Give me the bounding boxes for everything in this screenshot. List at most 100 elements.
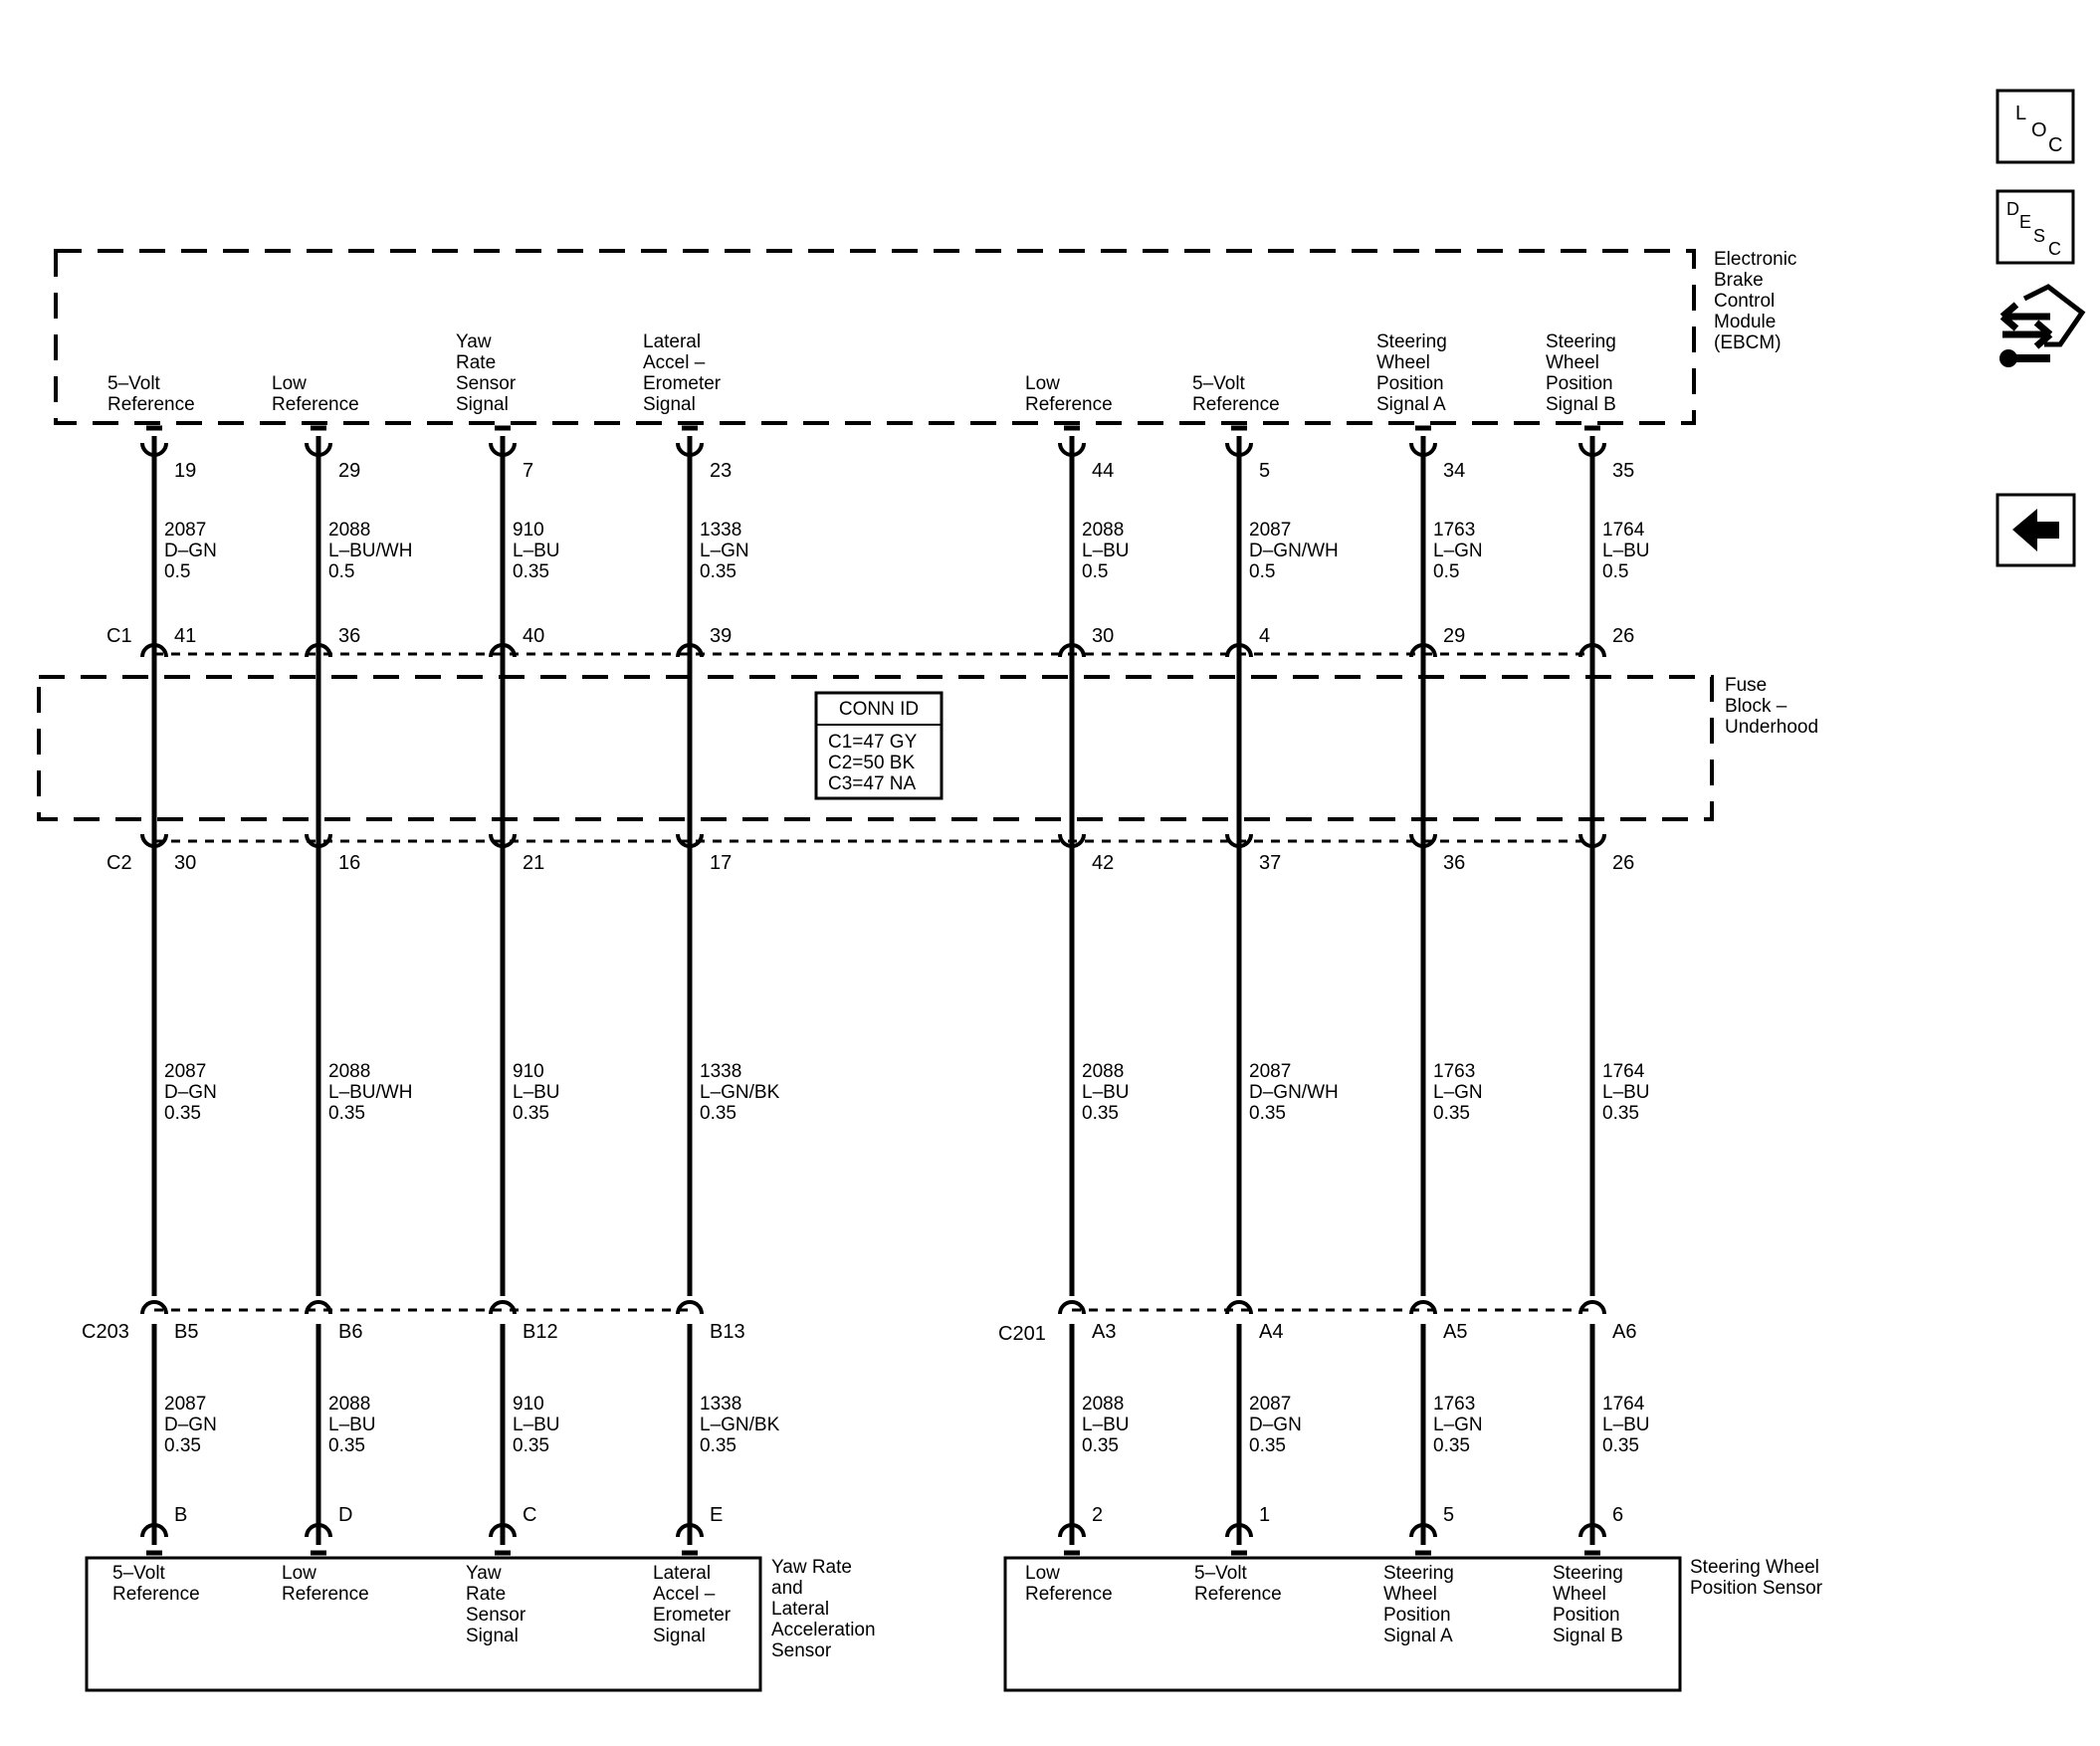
circuit-1-wire3-label-line-1: L–BU <box>328 1415 376 1435</box>
circuit-6-ebcm-label-line-1: Wheel <box>1376 352 1430 373</box>
circuit-6-sensor-label-line-2: Position <box>1383 1605 1451 1626</box>
circuit-2-c1-pin: 40 <box>523 625 544 647</box>
circuit-5-wire1-label-line-1: D–GN/WH <box>1249 541 1339 561</box>
loc-letter-l: L <box>2015 103 2026 124</box>
circuit-4-ebcm-terminal <box>1058 442 1086 457</box>
loc-letter-c: C <box>2048 134 2062 156</box>
circuit-3-ebcm-label-line-3: Signal <box>643 394 696 415</box>
circuit-6-sensor-label-line-0: Steering <box>1383 1563 1454 1584</box>
circuit-1-c2-pin: 16 <box>338 852 360 874</box>
circuit-4-sensor-terminal <box>1058 1523 1086 1538</box>
circuit-3-wire2-label-line-2: 0.35 <box>700 1103 736 1124</box>
circuit-6-c2-pin: 36 <box>1443 852 1465 874</box>
circuit-0-wire1-label-line-2: 0.5 <box>164 561 190 582</box>
desc-letter-c: C <box>2048 239 2061 259</box>
circuit-5-ebcm-terminal <box>1225 442 1253 457</box>
circuit-7-sensor-terminal <box>1578 1523 1606 1538</box>
circuit-5-c3-terminal <box>1225 1300 1253 1315</box>
circuit-7-ebcm-label-line-0: Steering <box>1546 331 1616 352</box>
circuit-1-wire3-label-line-0: 2088 <box>328 1394 370 1415</box>
circuit-7-sensor-label-line-0: Steering <box>1553 1563 1623 1584</box>
circuit-4-ebcm-label-line-0: Low <box>1025 373 1060 394</box>
circuit-3-wire1-label-line-2: 0.35 <box>700 561 736 582</box>
circuit-0-c2-pin: 30 <box>174 852 196 874</box>
circuit-3-c2-pin: 17 <box>710 852 732 874</box>
circuit-7-wire2-label-line-1: L–BU <box>1602 1082 1650 1103</box>
circuit-6-sensor-label-line-1: Wheel <box>1383 1584 1437 1605</box>
ebcm-module-box <box>54 249 1696 425</box>
circuit-2-wire2-label-line-1: L–BU <box>513 1082 560 1103</box>
circuit-5-c3-pin: A4 <box>1259 1321 1283 1343</box>
circuit-5-wire1-label-line-2: 0.5 <box>1249 561 1275 582</box>
circuit-0-ebcm-terminal <box>140 442 168 457</box>
circuit-2-sensor-label-line-0: Yaw <box>466 1563 502 1584</box>
circuit-7-wire1-label-line-0: 1764 <box>1602 520 1645 541</box>
circuit-4-wire3-label-line-0: 2088 <box>1082 1394 1124 1415</box>
circuit-1-wire3-label-line-2: 0.35 <box>328 1435 365 1456</box>
circuit-5-wire2-label-line-2: 0.35 <box>1249 1103 1286 1124</box>
circuit-2-wire2-label-line-0: 910 <box>513 1061 544 1082</box>
circuit-2-wire1-label-line-0: 910 <box>513 520 544 541</box>
circuit-6-wire1-label-line-0: 1763 <box>1433 520 1475 541</box>
circuit-5-sensor-label-line-1: Reference <box>1194 1584 1282 1605</box>
circuit-0-wire2-label-line-1: D–GN <box>164 1082 217 1103</box>
circuit-5-wire3-label-line-1: D–GN <box>1249 1415 1302 1435</box>
circuit-6-ebcm-pin: 34 <box>1443 460 1465 482</box>
circuit-3-c3-terminal <box>676 1300 704 1315</box>
loc-button[interactable]: L O C <box>1995 89 2075 164</box>
connector-c2-label: C2 <box>106 852 132 874</box>
circuit-0-ebcm-label-line-1: Reference <box>107 394 195 415</box>
circuit-6-c2-terminal <box>1409 833 1437 848</box>
circuit-5-ebcm-pin: 5 <box>1259 460 1270 482</box>
circuit-2-c3-pin: B12 <box>523 1321 558 1343</box>
circuit-0-wire1-label-line-0: 2087 <box>164 520 206 541</box>
circuit-7-ebcm-terminal <box>1578 442 1606 457</box>
circuit-7-wire2-label-line-0: 1764 <box>1602 1061 1645 1082</box>
circuit-3-c3-pin: B13 <box>710 1321 745 1343</box>
circuit-2-wire1-label-line-2: 0.35 <box>513 561 549 582</box>
circuit-7-wire2-label-line-2: 0.35 <box>1602 1103 1639 1124</box>
circuit-0-c1-terminal <box>140 643 168 658</box>
desc-button[interactable]: D E S C <box>1995 189 2075 265</box>
circuit-2-wire3-label-line-0: 910 <box>513 1394 544 1415</box>
circuit-7-wire1-label-line-2: 0.5 <box>1602 561 1628 582</box>
circuit-2-sensor-label-line-1: Rate <box>466 1584 506 1605</box>
circuit-3-sensor-pin: E <box>710 1504 723 1526</box>
connector-c201-label: C201 <box>998 1323 1046 1345</box>
circuit-7-c3-terminal <box>1578 1300 1606 1315</box>
circuit-6-wire2-label-line-0: 1763 <box>1433 1061 1475 1082</box>
circuit-1-c1-terminal <box>305 643 332 658</box>
circuit-4-c2-terminal <box>1058 833 1086 848</box>
circuit-5-c2-pin: 37 <box>1259 852 1281 874</box>
circuit-4-sensor-label-line-1: Reference <box>1025 1584 1113 1605</box>
circuit-0-sensor-terminal <box>140 1523 168 1538</box>
circuit-7-c1-pin: 26 <box>1612 625 1634 647</box>
circuit-7-wire3-label-line-2: 0.35 <box>1602 1435 1639 1456</box>
circuit-5-ebcm-label-line-1: Reference <box>1192 394 1280 415</box>
circuit-3-sensor-label-line-0: Lateral <box>653 1563 711 1584</box>
circuit-4-c3-terminal <box>1058 1300 1086 1315</box>
circuit-5-c2-terminal <box>1225 833 1253 848</box>
circuit-7-c2-terminal <box>1578 833 1606 848</box>
yaw-rate-sensor-label: Yaw Rate and Lateral Acceleration Sensor <box>771 1557 881 1661</box>
circuit-1-c2-terminal <box>305 833 332 848</box>
circuit-2-ebcm-pin: 7 <box>523 460 533 482</box>
circuit-7-sensor-pin: 6 <box>1612 1504 1623 1526</box>
circuit-5-sensor-label-line-0: 5–Volt <box>1194 1563 1248 1584</box>
circuit-3-wire3-label-line-2: 0.35 <box>700 1435 736 1456</box>
connector-swap-icon[interactable] <box>1999 284 2086 367</box>
desc-letter-e: E <box>2019 212 2031 232</box>
circuit-7-sensor-label-line-2: Position <box>1553 1605 1620 1626</box>
circuit-4-c2-pin: 42 <box>1092 852 1114 874</box>
circuit-6-wire1-label-line-2: 0.5 <box>1433 561 1459 582</box>
circuit-3-wire1-label-line-0: 1338 <box>700 520 741 541</box>
circuit-3-ebcm-pin: 23 <box>710 460 732 482</box>
circuit-3-sensor-label-line-2: Erometer <box>653 1605 732 1626</box>
steering-wheel-sensor-box <box>1003 1556 1682 1692</box>
fuse-block-box <box>37 675 1714 821</box>
circuit-3-wire3-label-line-0: 1338 <box>700 1394 741 1415</box>
back-arrow-button[interactable] <box>1995 493 2076 567</box>
circuit-1-wire2-label-line-1: L–BU/WH <box>328 1082 412 1103</box>
circuit-6-wire3-label-line-2: 0.35 <box>1433 1435 1470 1456</box>
